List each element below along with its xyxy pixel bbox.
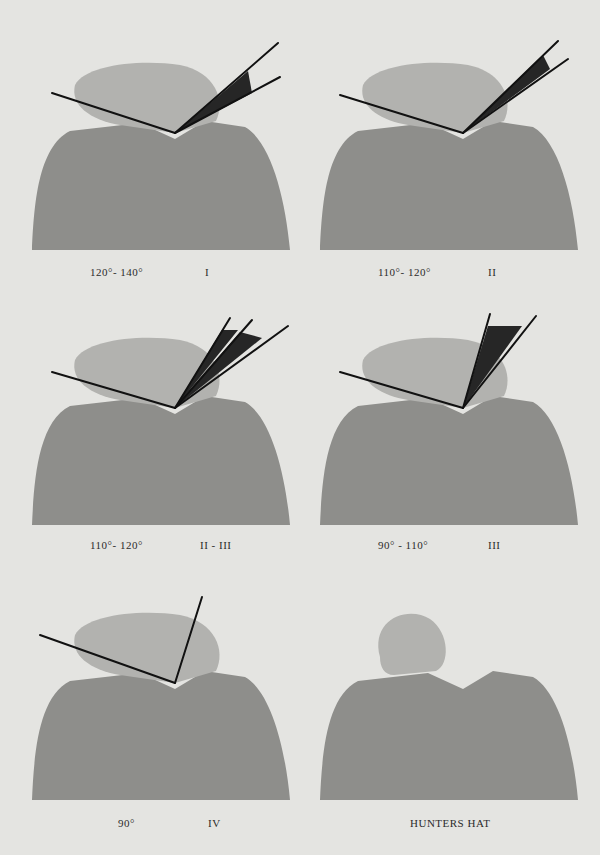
angle-label: II [488, 266, 496, 278]
angle-line [175, 597, 202, 683]
lower-tooth [320, 671, 578, 800]
angle-label: I [205, 266, 209, 278]
tooth-panel [32, 43, 290, 250]
tooth-panel [32, 318, 290, 525]
angle-line [340, 95, 463, 133]
angle-line [175, 326, 288, 408]
angle-wedge [175, 332, 262, 408]
angle-line [175, 320, 252, 408]
angle-label: 120°- 140° [90, 266, 143, 278]
angle-label: 90° - 110° [378, 539, 428, 551]
angle-label: HUNTERS HAT [410, 817, 490, 829]
angle-line [463, 314, 490, 408]
upper-tooth [74, 63, 219, 133]
upper-tooth [362, 63, 507, 133]
angle-line [463, 41, 558, 133]
angle-line [463, 59, 568, 133]
angle-line [52, 93, 175, 133]
angle-line [340, 372, 463, 408]
upper-tooth [378, 614, 445, 675]
lower-tooth [32, 121, 290, 250]
angle-label: 90° [118, 817, 135, 829]
angle-line [175, 318, 230, 408]
lower-tooth [320, 396, 578, 525]
angle-label: IV [208, 817, 221, 829]
lower-tooth [320, 121, 578, 250]
angle-line [52, 372, 175, 408]
tooth-panel [320, 614, 578, 800]
angle-label: II - III [200, 539, 231, 551]
angle-line [175, 77, 280, 133]
tooth-panel [320, 41, 578, 250]
tooth-panel [320, 314, 578, 525]
angle-label: 110°- 120° [378, 266, 431, 278]
tooth-panel [32, 597, 290, 800]
angle-line [175, 43, 278, 133]
angle-line [463, 316, 536, 408]
lower-tooth [32, 396, 290, 525]
angle-label: III [488, 539, 501, 551]
angle-line [40, 635, 175, 683]
lower-tooth [32, 671, 290, 800]
angle-label: 110°- 120° [90, 539, 143, 551]
